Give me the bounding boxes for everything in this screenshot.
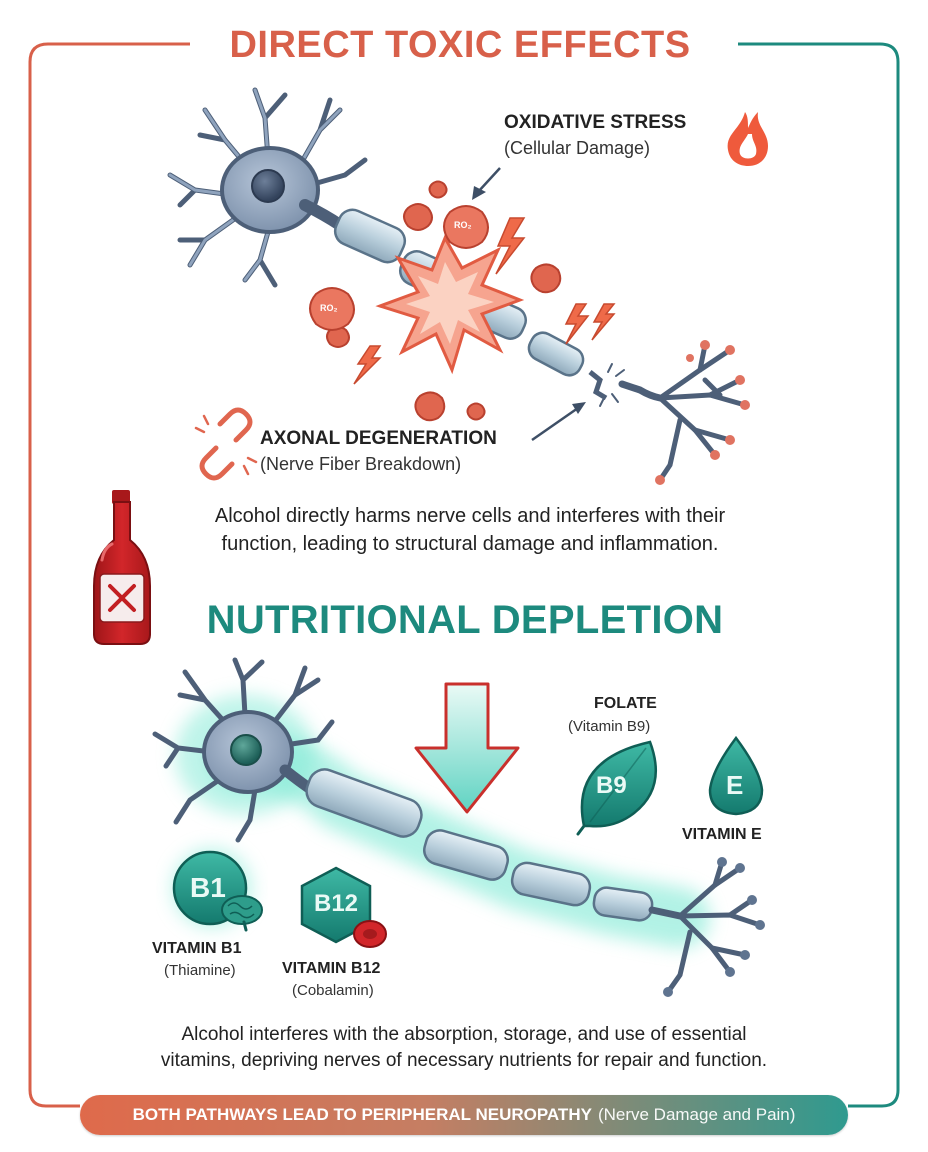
damage-burst	[375, 234, 525, 375]
vitamin-b1-label: VITAMIN B1	[152, 940, 242, 957]
folate-label: FOLATE	[594, 695, 657, 712]
banner-rest-text: (Nerve Damage and Pain)	[597, 1105, 796, 1124]
section-title-nutrition: NUTRITIONAL DEPLETION	[206, 598, 724, 642]
oxidative-stress-label: OXIDATIVE STRESS	[504, 112, 687, 133]
folate-sub: (Vitamin B9)	[568, 718, 651, 735]
flame-icon	[727, 112, 768, 166]
bottle-x-icon	[93, 490, 151, 645]
vitamin-b9-leaf	[576, 740, 658, 836]
conclusion-banner: BOTH PATHWAYS LEAD TO PERIPHERAL NEUROPA…	[80, 1095, 848, 1135]
vitamin-b12-hexagon	[300, 866, 372, 944]
badge-b1: B1	[190, 872, 226, 903]
vitamin-b12-sub: (Cobalamin)	[292, 982, 374, 999]
vitamin-b1-sub: (Thiamine)	[164, 962, 236, 979]
badge-b12: B12	[314, 890, 359, 917]
ro2-badge-2	[309, 287, 355, 331]
ro2-badge-1	[443, 205, 489, 249]
vitamin-e-drop	[708, 735, 764, 816]
outer-frame	[28, 42, 190, 1108]
badge-b9: B9	[596, 772, 627, 799]
red-blood-cell-icon	[353, 920, 387, 948]
nutrition-description: Alcohol interferes with the absorption, …	[100, 1022, 828, 1074]
axonal-degeneration-sub: (Nerve Fiber Breakdown)	[260, 454, 462, 474]
toxic-description-line-2: function, leading to structural damage a…	[221, 533, 719, 555]
vitamin-e-label: VITAMIN E	[682, 826, 762, 843]
healthy-neuron	[152, 657, 765, 997]
lightning-bolts	[353, 217, 616, 385]
toxic-description: Alcohol directly harms nerve cells and i…	[150, 502, 790, 558]
ro2-label-2: RO₂	[320, 303, 338, 313]
nutrition-description-line-1: Alcohol interferes with the absorption, …	[181, 1024, 747, 1045]
damaged-neuron	[167, 87, 750, 485]
oxidative-arrow	[472, 167, 501, 200]
toxic-description-line-1: Alcohol directly harms nerve cells and i…	[214, 505, 726, 527]
ro2-label-1: RO₂	[454, 220, 472, 230]
oxidative-stress-sub: (Cellular Damage)	[504, 138, 651, 158]
broken-chain-icon	[194, 407, 258, 481]
down-arrow-icon	[414, 682, 520, 814]
nutrition-description-line-2: vitamins, depriving nerves of necessary …	[160, 1050, 768, 1071]
axonal-arrow	[531, 402, 586, 442]
banner-strong-text: BOTH PATHWAYS LEAD TO PERIPHERAL NEUROPA…	[132, 1105, 592, 1124]
vitamin-b12-label: VITAMIN B12	[282, 960, 381, 977]
section-title-toxic: DIRECT TOXIC EFFECTS	[229, 24, 691, 66]
ros-particles	[326, 180, 562, 422]
axonal-degeneration-label: AXONAL DEGENERATION	[260, 428, 497, 449]
brain-icon	[221, 895, 263, 932]
badge-e: E	[726, 770, 744, 800]
